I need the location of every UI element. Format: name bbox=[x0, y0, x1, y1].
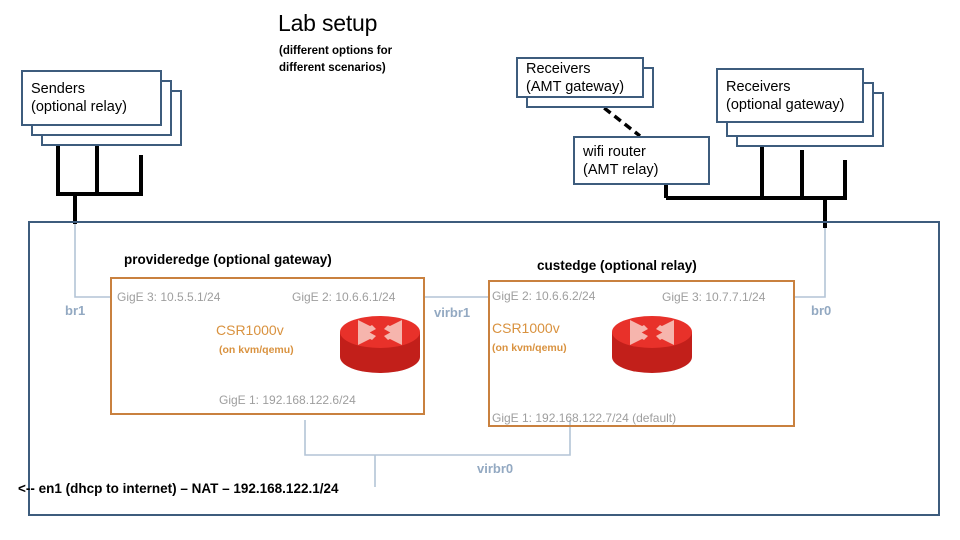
bridge-label-virbr1: virbr1 bbox=[434, 305, 471, 320]
page-subtitle-line2: different scenarios) bbox=[279, 62, 386, 74]
custedge-box[interactable] bbox=[488, 280, 795, 427]
receivers-optional-gateway-label-line1: Receivers bbox=[726, 78, 791, 95]
wifi-router-label-line2: (AMT relay) bbox=[583, 161, 659, 178]
provideredge-title: provideredge (optional gateway) bbox=[124, 252, 332, 267]
custedge-if-gige3: GigE 3: 10.7.7.1/24 bbox=[662, 290, 766, 304]
receivers-amt-gateway-label-line1: Receivers bbox=[526, 60, 591, 77]
bridge-label-virbr0: virbr0 bbox=[477, 461, 514, 476]
custedge-platform-name: CSR1000v bbox=[492, 320, 560, 336]
custedge-platform-sub: (on kvm/qemu) bbox=[492, 342, 567, 354]
wifi-router-box[interactable]: wifi router (AMT relay) bbox=[573, 136, 710, 185]
provideredge-platform-name: CSR1000v bbox=[216, 322, 284, 338]
provideredge-if-gige3: GigE 3: 10.5.5.1/24 bbox=[117, 290, 221, 304]
custedge-if-gige1: GigE 1: 192.168.122.7/24 (default) bbox=[492, 411, 677, 425]
nat-uplink-label: <-- en1 (dhcp to internet) – NAT – 192.1… bbox=[18, 481, 339, 496]
cisco-router-icon bbox=[608, 310, 696, 381]
provideredge-platform-sub: (on kvm/qemu) bbox=[219, 344, 294, 356]
receivers-amt-gateway-label: Receivers (AMT gateway) bbox=[526, 59, 624, 95]
provideredge-if-gige1: GigE 1: 192.168.122.6/24 bbox=[219, 393, 356, 407]
custedge-if-gige2: GigE 2: 10.6.6.2/24 bbox=[492, 289, 596, 303]
custedge-title: custedge (optional relay) bbox=[537, 258, 697, 273]
host-container bbox=[28, 221, 940, 516]
receivers-amt-gateway-box[interactable]: Receivers (AMT gateway) bbox=[516, 57, 644, 98]
senders-box[interactable]: Senders (optional relay) bbox=[21, 70, 162, 126]
page-title: Lab setup bbox=[278, 10, 378, 36]
page-subtitle-line1: (different options for bbox=[279, 45, 393, 57]
bridge-label-br0: br0 bbox=[811, 303, 832, 318]
wifi-router-label: wifi router (AMT relay) bbox=[583, 142, 658, 178]
bridge-label-br1: br1 bbox=[65, 303, 86, 318]
receivers-amt-gateway-label-line2: (AMT gateway) bbox=[526, 78, 625, 95]
receivers-optional-gateway-label: Receivers (optional gateway) bbox=[726, 77, 845, 113]
senders-label: Senders (optional relay) bbox=[31, 80, 127, 116]
provideredge-if-gige2: GigE 2: 10.6.6.1/24 bbox=[292, 290, 396, 304]
wifi-router-label-line1: wifi router bbox=[583, 143, 646, 160]
cisco-router-icon bbox=[336, 310, 424, 381]
provideredge-box[interactable] bbox=[110, 277, 425, 415]
senders-label-line1: Senders bbox=[31, 80, 86, 97]
senders-label-line2: (optional relay) bbox=[31, 99, 127, 115]
receivers-optional-gateway-box[interactable]: Receivers (optional gateway) bbox=[716, 68, 864, 123]
receivers-optional-gateway-label-line2: (optional gateway) bbox=[726, 96, 845, 113]
